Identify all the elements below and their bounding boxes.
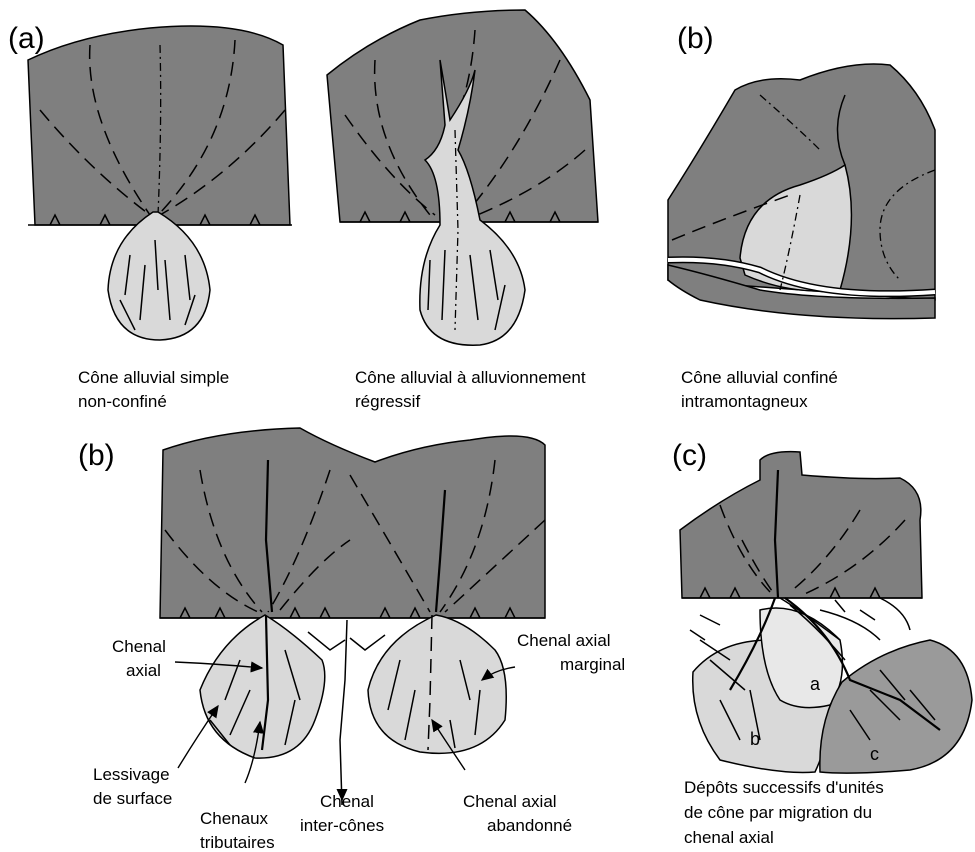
panel-letter-c: (c) xyxy=(672,439,707,472)
panel-letter-a: (a) xyxy=(8,22,45,55)
unit-label-b: b xyxy=(750,729,760,749)
unit-label-a: a xyxy=(810,674,821,694)
unit-label-c: c xyxy=(870,744,879,764)
successive-units-sketch xyxy=(680,452,972,773)
caption-confine-2: intramontagneux xyxy=(681,392,808,411)
label-intercones-2: inter-cônes xyxy=(300,816,384,835)
caption-depots-2: de cône par migration du xyxy=(684,803,872,822)
label-lessivage-1: Lessivage xyxy=(93,765,170,784)
label-chenaux-1: Chenaux xyxy=(200,809,269,828)
regressive-fan-sketch xyxy=(327,10,598,345)
caption-depots-1: Dépôts successifs d'unités xyxy=(684,778,884,797)
label-chenal-axial-1: Chenal xyxy=(112,637,166,656)
panel-letter-b-bottom: (b) xyxy=(78,439,115,472)
label-chenaux-2: tributaires xyxy=(200,833,275,852)
caption-regressif-2: régressif xyxy=(355,392,420,411)
label-intercones-1: Chenal xyxy=(320,792,374,811)
panel-letter-b-top: (b) xyxy=(677,22,714,55)
label-chenal-axial-2: axial xyxy=(126,661,161,680)
confined-fan-sketch xyxy=(668,64,935,319)
caption-simple-2: non-confiné xyxy=(78,392,167,411)
label-marginal-1: Chenal axial xyxy=(517,631,611,650)
label-abandonne-2: abandonné xyxy=(487,816,572,835)
caption-simple-1: Cône alluvial simple xyxy=(78,368,229,387)
caption-confine-1: Cône alluvial confiné xyxy=(681,368,838,387)
coalescing-fans-sketch xyxy=(160,428,545,805)
label-lessivage-2: de surface xyxy=(93,789,172,808)
label-abandonne-1: Chenal axial xyxy=(463,792,557,811)
caption-regressif-1: Cône alluvial à alluvionnement xyxy=(355,368,586,387)
simple-fan-sketch xyxy=(28,26,292,340)
caption-depots-3: chenal axial xyxy=(684,828,774,847)
label-marginal-2: marginal xyxy=(560,655,625,674)
